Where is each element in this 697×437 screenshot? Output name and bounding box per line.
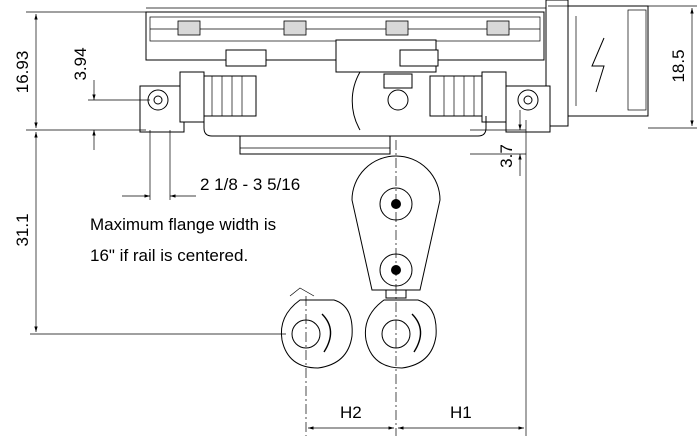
dim-h1: H1	[450, 403, 472, 422]
right-wheel-assembly	[429, 71, 551, 133]
left-wheel-assembly	[139, 71, 257, 133]
electrical-box	[545, 0, 649, 127]
dim-16-93: 16.93	[13, 51, 32, 94]
dimension-lines	[34, 8, 694, 430]
gearbox-body	[203, 71, 487, 155]
dim-31-1: 31.1	[13, 213, 32, 246]
hook-right	[364, 299, 437, 369]
dim-3-7: 3.7	[497, 144, 516, 168]
lightning-icon	[591, 37, 605, 93]
trolley-frame	[145, 7, 548, 73]
dim-flange-range: 2 1/8 - 3 5/16	[200, 175, 300, 194]
note-line-1: Maximum flange width is	[90, 215, 276, 234]
dim-3-94: 3.94	[71, 47, 90, 80]
dim-h2: H2	[340, 403, 362, 422]
extension-lines	[26, 5, 697, 436]
hook-left	[280, 287, 353, 369]
dim-18-5: 18.5	[669, 49, 688, 82]
note-line-2: 16" if rail is centered.	[90, 246, 248, 265]
